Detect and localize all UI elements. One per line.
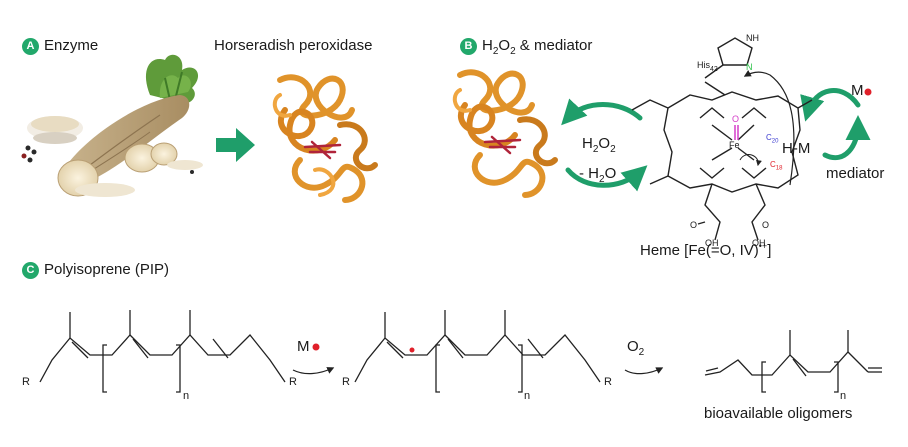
heme-caption: Heme [Fe(=O, IV)•+] xyxy=(640,241,772,259)
m-reagent-label: M xyxy=(297,338,310,355)
polyisoprene-chain xyxy=(39,310,286,393)
o2-reaction-arrow xyxy=(624,367,664,375)
horseradish-image xyxy=(21,54,203,197)
his-label: His42 xyxy=(697,60,718,73)
badge-b: B xyxy=(460,38,477,55)
r-right2-label: R xyxy=(604,376,612,388)
his-n-label: N xyxy=(746,62,753,72)
mediator-m-label: M xyxy=(851,82,864,99)
r-left2-label: R xyxy=(342,376,350,388)
oxo-label: O xyxy=(732,114,740,124)
mediator-label: mediator xyxy=(826,165,885,182)
mediator-cycle-arrows xyxy=(800,88,871,161)
hrp-protein-structure xyxy=(272,74,378,203)
panel-a-title: Enzyme xyxy=(44,37,99,54)
process-arrow xyxy=(216,128,255,162)
n3-label: n xyxy=(840,390,847,402)
r-left-label: R xyxy=(22,376,30,388)
badge-a: A xyxy=(22,38,39,55)
n1-label: n xyxy=(183,390,190,402)
heme-structure xyxy=(631,37,813,241)
fe-label: Fe xyxy=(729,140,740,150)
product-label: bioavailable oligomers xyxy=(704,405,853,422)
oh-right-label: OH xyxy=(752,238,766,248)
reagent-radical-dot xyxy=(312,343,320,351)
badge-c: C xyxy=(22,262,39,279)
minus-h2o-label: - H2O xyxy=(579,165,617,185)
n2-label: n xyxy=(524,390,531,402)
hrp-protein-structure-b xyxy=(452,69,558,198)
panel-b-title: H2O2 & mediator xyxy=(482,37,593,57)
o2-label: O2 xyxy=(627,338,645,358)
m-reaction-arrow xyxy=(292,367,335,375)
r-right-label: R xyxy=(289,376,297,388)
nh-label: NH xyxy=(746,33,759,43)
c18-label: C18 xyxy=(770,160,783,172)
h2o2-cycle-arrows xyxy=(561,98,648,192)
hm-label: H-M xyxy=(782,140,811,157)
hrp-title: Horseradish peroxidase xyxy=(214,37,373,54)
chain-radical-dot xyxy=(409,347,415,353)
h-abstraction-arrow xyxy=(743,70,795,186)
o-right-label: O xyxy=(762,220,770,230)
radical-chain xyxy=(354,310,601,393)
oligomer-product xyxy=(704,330,882,393)
h2o2-label: H2O2 xyxy=(582,135,616,155)
panel-c-title: Polyisoprene (PIP) xyxy=(44,261,170,278)
c20-label: C20 xyxy=(766,133,779,145)
oh-left-label: OH xyxy=(705,238,719,248)
o-left-label: O xyxy=(690,220,698,230)
mediator-radical-dot xyxy=(864,88,872,96)
